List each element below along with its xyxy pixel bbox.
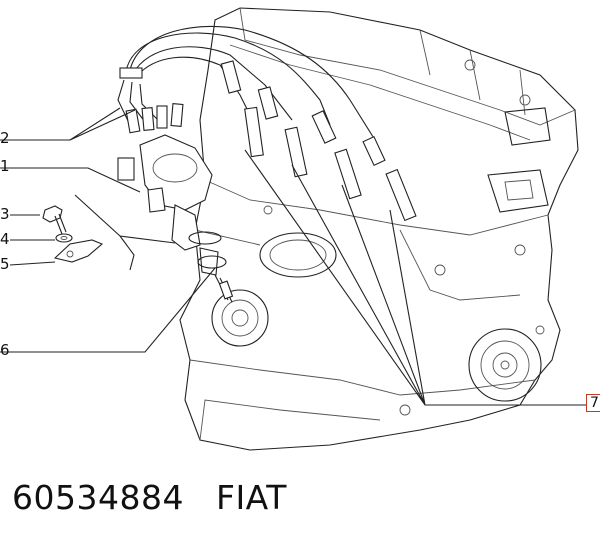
spark-plugs <box>220 60 417 222</box>
callout-7: 7 <box>586 394 600 412</box>
callout-5: 5 <box>0 255 10 273</box>
leader-lines <box>0 107 588 406</box>
bracket-lines <box>74 194 176 271</box>
small-parts <box>42 205 104 263</box>
callout-1: 1 <box>0 157 10 175</box>
footer-caption: 60534884 FIAT <box>12 478 287 517</box>
callout-2: 2 <box>0 129 10 147</box>
callout-4: 4 <box>0 230 10 248</box>
ignition-cables <box>117 25 376 141</box>
cable-boots <box>125 103 184 134</box>
engine-block <box>179 7 579 451</box>
part-number: 60534884 <box>12 478 184 517</box>
callout-3: 3 <box>0 205 10 223</box>
distributor <box>117 134 234 303</box>
callout-6: 6 <box>0 341 10 359</box>
brand-name: FIAT <box>215 478 287 517</box>
engine-ignition-diagram <box>0 7 588 451</box>
